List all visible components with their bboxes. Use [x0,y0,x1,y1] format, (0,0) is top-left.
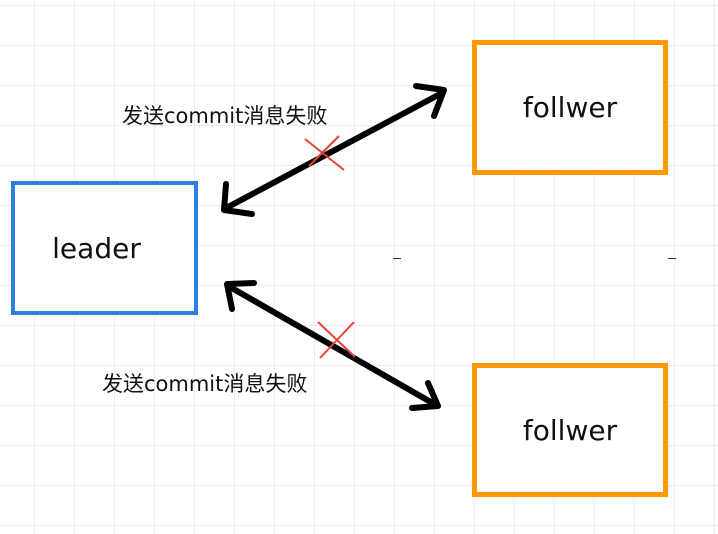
arrow-leader-follower-bottom [227,284,439,408]
arrowhead-follower-bottom-end [409,380,441,411]
arrowhead-leader-end-bottom [224,280,257,312]
stray-dash-mark [393,258,401,259]
follower-bottom-label: follwer [522,413,618,447]
arrowhead-follower-top-end [413,83,447,119]
follower-top-label: follwer [522,91,618,124]
arrowhead-leader-end-top [221,181,255,217]
fail-x-mark-top [304,135,345,171]
stray-dash-mark [668,258,676,259]
follower-node-top[interactable]: follwer [472,40,668,175]
arrow-leader-follower-top [225,90,445,210]
leader-label: leader [52,231,141,265]
follower-node-bottom[interactable]: follwer [472,363,668,497]
edge-label-bottom: 发送commit消息失败 [102,372,308,396]
fail-x-mark-bottom [317,321,356,359]
edge-label-top: 发送commit消息失败 [122,104,328,128]
leader-node[interactable]: leader [11,181,198,315]
